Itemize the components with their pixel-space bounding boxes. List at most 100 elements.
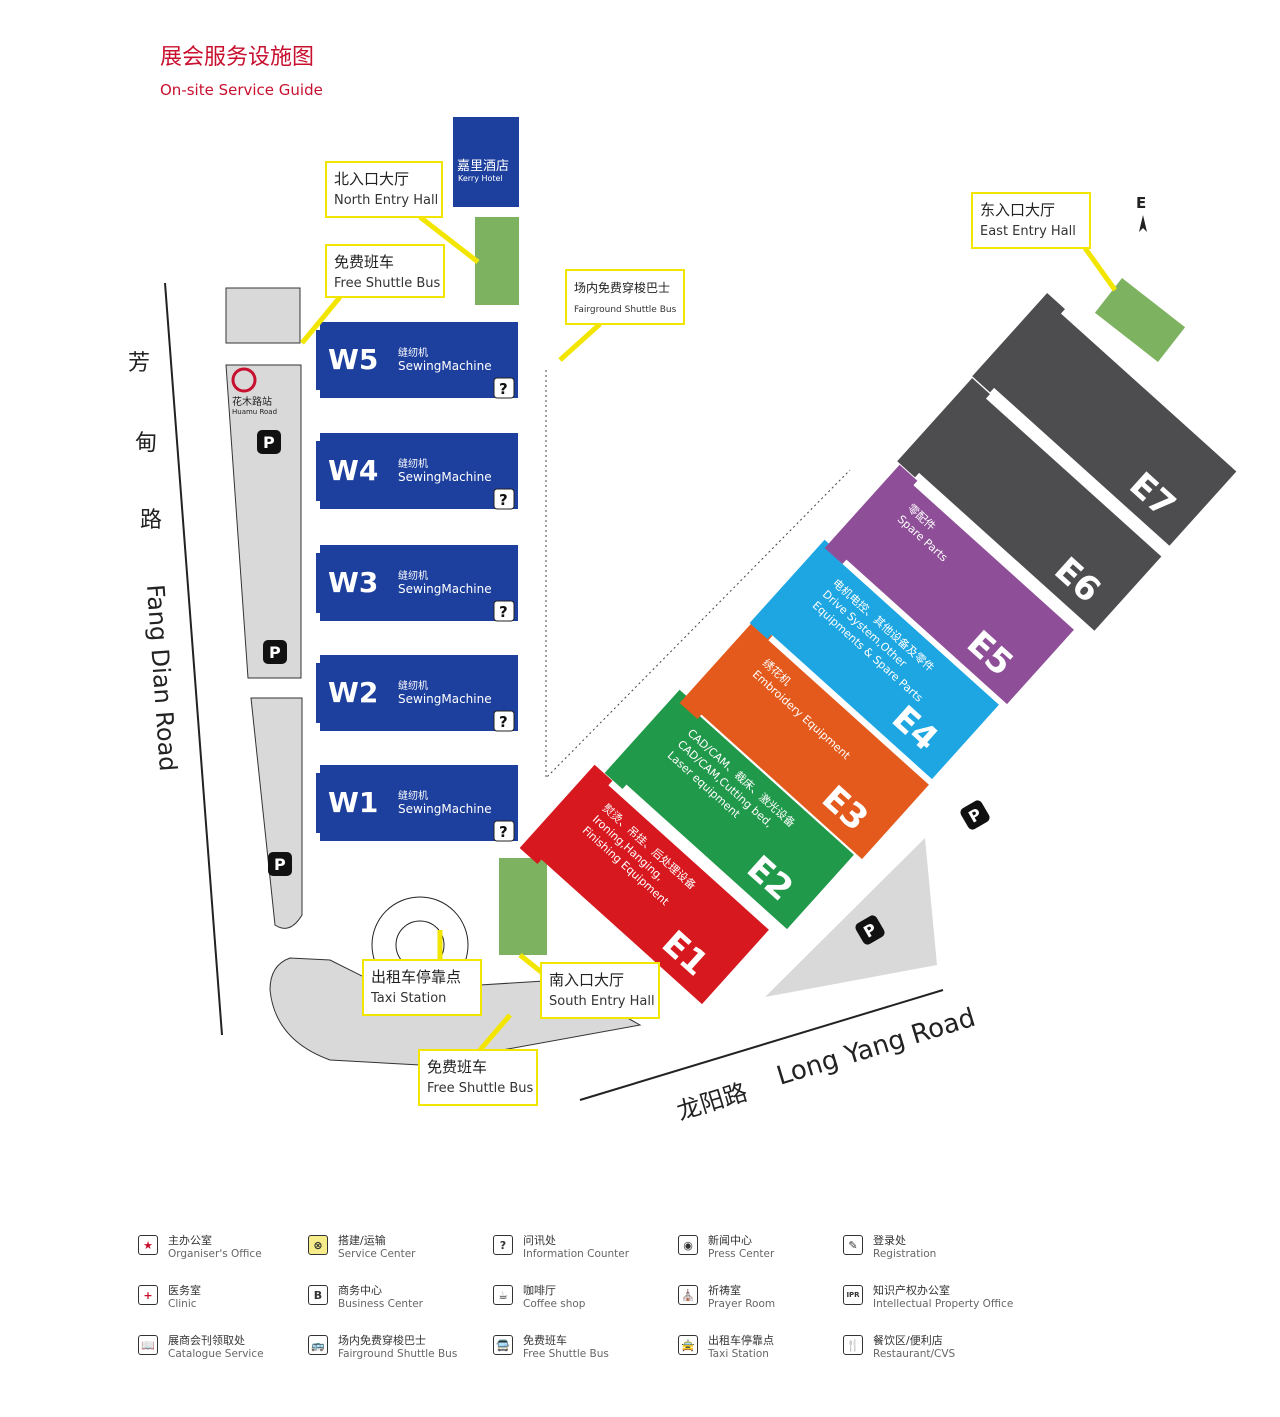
hall-category-zh: 缝纫机 <box>398 457 428 470</box>
legend-en: Coffee shop <box>523 1298 586 1310</box>
title-en: On-site Service Guide <box>160 81 323 99</box>
legend-zh: 祈祷室 <box>708 1284 741 1297</box>
svg-text:P: P <box>263 433 275 452</box>
legend-en: Free Shuttle Bus <box>523 1348 609 1360</box>
hall-category-zh: 缝纫机 <box>398 679 428 692</box>
hall-category-en: SewingMachine <box>398 359 492 373</box>
legend-zh: 餐饮区/便利店 <box>873 1334 943 1347</box>
longyang-road <box>579 989 944 1101</box>
legend-en: Business Center <box>338 1298 423 1310</box>
legend-zh: 登录处 <box>873 1234 906 1247</box>
callout-taxi: 出租车停靠点 Taxi Station <box>362 930 482 1016</box>
svg-text:芳: 芳 <box>128 351 150 376</box>
svg-text:Fairground Shuttle Bus: Fairground Shuttle Bus <box>574 305 677 315</box>
hall-id: W4 <box>328 454 378 487</box>
hall-block <box>320 655 518 731</box>
legend-zh: 医务室 <box>168 1284 201 1297</box>
legend-zh: 展商会刊领取处 <box>168 1334 245 1347</box>
press-icon: ◉ <box>678 1235 698 1255</box>
legend-zh: 咖啡厅 <box>523 1284 556 1297</box>
info-icon: ? <box>493 1235 513 1255</box>
prayer-icon: ⛪ <box>678 1285 698 1305</box>
fairground-shuttle-route <box>545 370 851 780</box>
hall-block <box>761 550 999 780</box>
star-icon: ★ <box>138 1235 158 1255</box>
parking-area <box>225 364 302 679</box>
svg-text:路: 路 <box>140 508 162 533</box>
svg-text:场内免费穿梭巴士: 场内免费穿梭巴士 <box>574 280 670 295</box>
svg-text:免费班车: 免费班车 <box>334 253 394 271</box>
parking-icon <box>855 915 885 945</box>
title-zh: 展会服务设施图 <box>160 45 314 70</box>
legend-zh: 搭建/运输 <box>338 1234 386 1247</box>
info-icon <box>493 820 515 842</box>
hall-block <box>320 545 518 621</box>
svg-text:?: ? <box>499 603 508 621</box>
fangdian-road-label-en: Fang Dian Road <box>141 583 182 772</box>
svg-text:?: ? <box>499 380 508 398</box>
south-entry-hall <box>499 858 547 955</box>
legend-zh: 免费班车 <box>523 1334 567 1347</box>
taxi-icon: 🚖 <box>678 1335 698 1355</box>
restaurant-icon: 🍴 <box>843 1335 863 1355</box>
info-icon <box>493 600 515 622</box>
hall-block <box>320 433 518 509</box>
longyang-road-label-en: Long Yang Road <box>773 1003 979 1092</box>
parking-area <box>250 697 303 929</box>
legend-en: Service Center <box>338 1248 416 1260</box>
compass-arrow-icon <box>1139 215 1147 232</box>
compass-label: E <box>1136 194 1146 212</box>
parking-icon <box>257 430 281 454</box>
hotel-label-en: Kerry Hotel <box>458 174 503 183</box>
hall-e7[interactable]: E7 <box>972 293 1240 550</box>
svg-text:P: P <box>274 855 286 874</box>
legend-zh: 知识产权办公室 <box>873 1284 950 1297</box>
north-entry-hall <box>475 217 519 305</box>
callout-bus-north: 免费班车 Free Shuttle Bus <box>300 244 445 345</box>
parking-area <box>225 287 301 344</box>
svg-text:东入口大厅: 东入口大厅 <box>980 201 1055 219</box>
hall-block <box>836 475 1074 705</box>
legend-zh: 商务中心 <box>338 1284 382 1297</box>
business-icon: B <box>308 1285 328 1305</box>
catalogue-icon: 📖 <box>138 1335 158 1355</box>
svg-text:甸: 甸 <box>135 431 157 456</box>
legend-en: Fairground Shuttle Bus <box>338 1348 458 1360</box>
hall-block <box>531 775 769 1005</box>
hall-category-zh: 缝纫机 <box>398 789 428 802</box>
parking-icon <box>268 852 292 876</box>
hall-category-en: SewingMachine <box>398 692 492 706</box>
svg-text:免费班车: 免费班车 <box>427 1058 487 1076</box>
svg-text:南入口大厅: 南入口大厅 <box>549 971 624 989</box>
svg-text:Free Shuttle Bus: Free Shuttle Bus <box>334 276 441 291</box>
hall-category-en: SewingMachine <box>398 582 492 596</box>
hall-block <box>320 322 518 398</box>
svg-text:Free Shuttle Bus: Free Shuttle Bus <box>427 1081 534 1096</box>
svg-text:Taxi Station: Taxi Station <box>370 991 446 1006</box>
svg-text:出租车停靠点: 出租车停靠点 <box>371 968 461 986</box>
legend-zh: 问讯处 <box>523 1234 556 1247</box>
legend-zh: 新闻中心 <box>708 1234 752 1247</box>
